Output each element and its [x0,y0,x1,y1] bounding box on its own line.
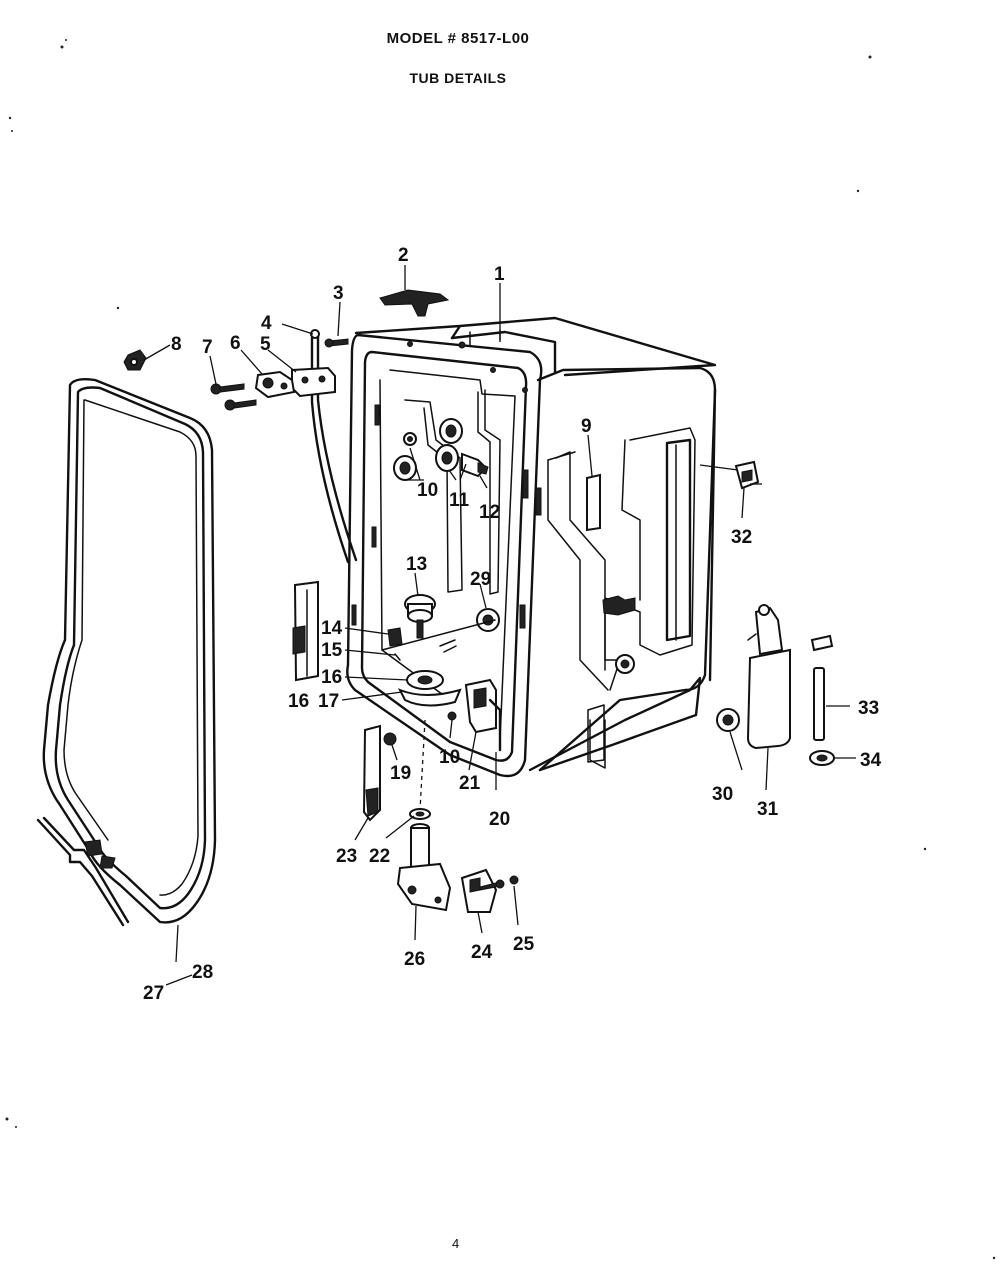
callout-15: 15 [321,640,343,661]
callout-10-upper: 10 [417,480,438,501]
model-title: MODEL # 8517-L00 [386,30,530,47]
callout-labels: 2 1 3 4 5 6 7 8 9 10 11 12 13 29 14 15 1… [143,245,882,1004]
callout-11: 11 [449,490,470,511]
callout-23: 23 [336,846,357,867]
part-34-nut [809,750,835,766]
callout-3: 3 [333,283,344,304]
page-number: 4 [452,1236,460,1251]
diagram-subtitle: TUB DETAILS [409,70,507,86]
callout-17: 17 [318,691,339,712]
part-18-side-bracket [292,580,319,682]
part-22-washer [409,719,431,820]
part-23-clip [362,724,381,822]
callout-19: 19 [390,763,411,784]
callout-6: 6 [230,333,241,354]
callout-33: 33 [858,698,879,719]
parts-20-21-latch [464,678,502,752]
callout-20: 20 [489,809,510,830]
part-25-screws [479,875,519,891]
part-27-gasket-strip [36,816,130,927]
part-33-rod [810,634,834,741]
part-2-clip [379,289,450,317]
part-19-screw [383,732,397,746]
callout-30: 30 [712,784,733,805]
callout-28: 28 [192,962,213,983]
callout-1: 1 [494,264,505,285]
callout-9: 9 [581,416,592,437]
callout-27: 27 [143,983,164,1004]
part-5-hinge-bracket [291,366,336,398]
leader-lines [143,265,856,986]
part-30-grommet [716,708,740,732]
part-28-door-gasket [42,377,217,924]
callout-26: 26 [404,949,425,970]
callout-31: 31 [757,799,779,820]
part-8-clip [123,349,147,371]
parts-14-17-lower-assembly [381,619,496,721]
scan-specks [5,39,996,1260]
part-4-hinge-arm [310,329,358,564]
part-29-grommet [476,608,500,632]
callout-29: 29 [470,569,491,590]
callout-32: 32 [731,527,752,548]
part-13-spray-hub [404,594,436,639]
callout-8: 8 [171,334,182,355]
tub-front-frame [346,333,543,778]
callout-2: 2 [398,245,409,266]
part-26-drain-body [396,823,452,912]
callout-16-left: 16 [288,691,309,712]
callout-7: 7 [202,337,213,358]
callout-25: 25 [513,934,535,955]
callout-22: 22 [369,846,390,867]
part-24-switch [460,868,498,913]
parts-10-11-12 [393,418,489,481]
callout-13: 13 [406,554,427,575]
tub-body [354,316,717,772]
callout-24: 24 [471,942,493,963]
part-3-screw [324,338,349,348]
callout-34: 34 [860,750,882,771]
callout-14: 14 [321,618,343,639]
callout-21: 21 [459,773,481,794]
part-7-screws [210,383,257,411]
callout-16-center: 16 [321,667,342,688]
part-31-latch-cover [746,604,791,750]
callout-10-lower: 10 [439,747,460,768]
part-32-clip [734,460,760,490]
callout-12: 12 [479,502,500,523]
callout-5: 5 [260,334,271,355]
callout-4: 4 [261,313,272,334]
part-6-hinge [254,370,296,399]
